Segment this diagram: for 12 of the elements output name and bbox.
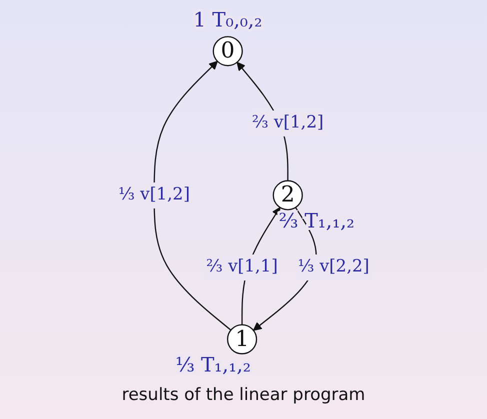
caption: results of the linear program: [122, 385, 366, 405]
edge-label: ⅔ v[1,1]: [206, 256, 278, 276]
node-circle: 1: [226, 324, 257, 354]
node-circle: 0: [212, 36, 242, 66]
node-circle: 2: [272, 180, 302, 210]
node-annotation: ⅓ T₁,₁,₂: [174, 352, 251, 376]
edge-label: ⅓ v[2,2]: [297, 256, 369, 276]
edge-label: ⅓ v[1,2]: [118, 184, 190, 204]
arrow: [153, 60, 231, 330]
edge-label: ⅔ v[1,2]: [252, 112, 324, 132]
node-annotation: 1 T₀,₀,₂: [192, 7, 262, 32]
node-annotation: ⅔ T₁,₁,₂: [278, 208, 354, 232]
